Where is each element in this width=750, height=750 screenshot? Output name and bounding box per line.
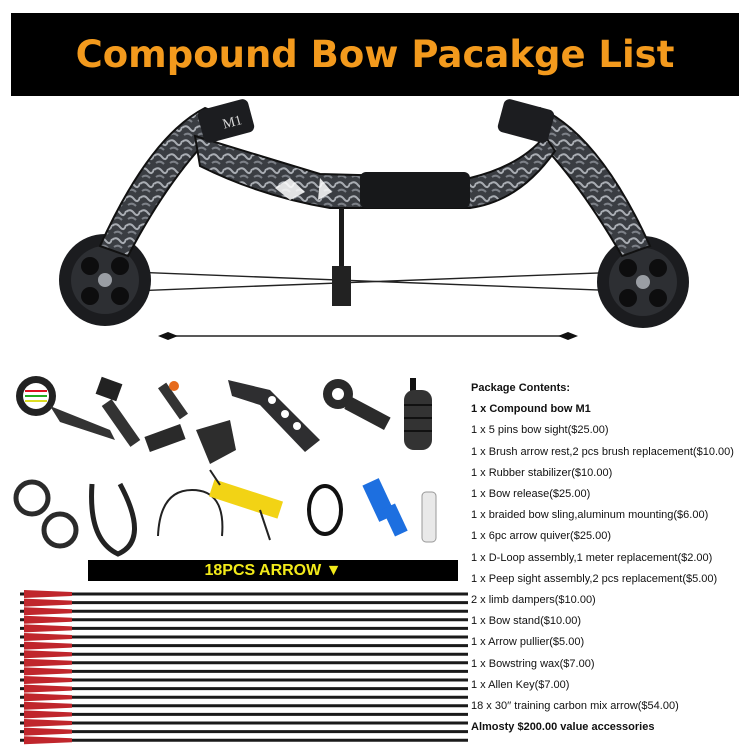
- package-item: 1 x Allen Key($7.00): [471, 678, 570, 691]
- arrow-fletching: [24, 590, 72, 598]
- arrow-fletching: [24, 633, 72, 641]
- package-item: 1 x D-Loop assembly,1 meter replacement(…: [471, 551, 713, 564]
- package-item: 1 x 6pc arrow quiver($25.00): [471, 530, 612, 543]
- arrow-fletching: [24, 727, 72, 736]
- arrow-fletching: [24, 658, 72, 667]
- arrow-fletching: [24, 736, 72, 745]
- package-item: Almosty $200.00 value accessories: [471, 721, 655, 734]
- arrow-fletching: [24, 676, 72, 684]
- rubber-stabilizer-icon: [404, 378, 432, 450]
- arrow-fletching: [24, 615, 72, 624]
- arrows-image: [20, 590, 468, 745]
- arrow-fletching: [24, 693, 72, 702]
- package-item: 1 x Arrow pullier($5.00): [471, 636, 585, 649]
- page-title: Compound Bow Pacakge List: [75, 33, 675, 76]
- arrow-fletching: [24, 598, 72, 607]
- arrow-fletching: [24, 607, 72, 616]
- package-item: 1 x Brush arrow rest,2 pcs brush replace…: [471, 445, 734, 458]
- package-heading: Package Contents:: [471, 382, 571, 394]
- bow-sling-icon: [89, 482, 137, 557]
- bow-sight-icon: [16, 376, 115, 440]
- arrow-fletching: [24, 719, 72, 727]
- package-contents: Package Contents: 1 x Compound bow M1 1 x…: [471, 378, 746, 738]
- compound-bow-image: M1: [59, 99, 689, 340]
- package-item: 1 x Rubber stabilizer($10.00): [471, 466, 613, 479]
- arrow-fletching: [24, 667, 72, 676]
- package-item: 1 x Compound bow M1: [471, 403, 591, 416]
- rope-loop-icon: [157, 488, 224, 537]
- bowstring-wax-icon: [362, 478, 408, 537]
- arrow-fletching: [24, 684, 72, 693]
- arrow-fletching: [24, 624, 72, 633]
- arrow-count-label: 18PCS ARROW ▼: [204, 561, 342, 579]
- arrow-quiver-icon: [228, 380, 320, 452]
- bow-release-icon: [158, 381, 236, 464]
- package-item: 1 x Peep sight assembly,2 pcs replacemen…: [471, 572, 718, 585]
- package-item: 18 x 30′′ training carbon mix arrow($54.…: [471, 700, 679, 713]
- string-coil-icon: [307, 484, 343, 536]
- arrow-fletching: [24, 641, 72, 650]
- arrow-count-banner: 18PCS ARROW ▼: [88, 560, 458, 581]
- arrow-rest-icon: [95, 376, 186, 453]
- package-item: 1 x Bowstring wax($7.00): [471, 657, 595, 670]
- arrow-fletching: [24, 650, 72, 659]
- wax-tube-icon: [421, 491, 437, 543]
- arrow-fletching: [24, 701, 72, 710]
- title-banner: Compound Bow Pacakge List: [11, 13, 739, 96]
- allen-key-icon: [208, 469, 284, 541]
- accessories-image: [13, 376, 437, 557]
- limb-damper-icon: [13, 479, 79, 549]
- limb-label: M1: [221, 113, 244, 133]
- package-item: 1 x 5 pins bow sight($25.00): [471, 424, 609, 437]
- package-item: 2 x limb dampers($10.00): [471, 594, 596, 607]
- package-item: 1 x Bow release($25.00): [471, 488, 591, 501]
- d-loop-icon: [323, 379, 391, 430]
- package-item: 1 x Bow stand($10.00): [471, 615, 582, 628]
- arrow-fletching: [24, 710, 72, 719]
- package-item: 1 x braided bow sling,aluminum mounting(…: [471, 509, 709, 522]
